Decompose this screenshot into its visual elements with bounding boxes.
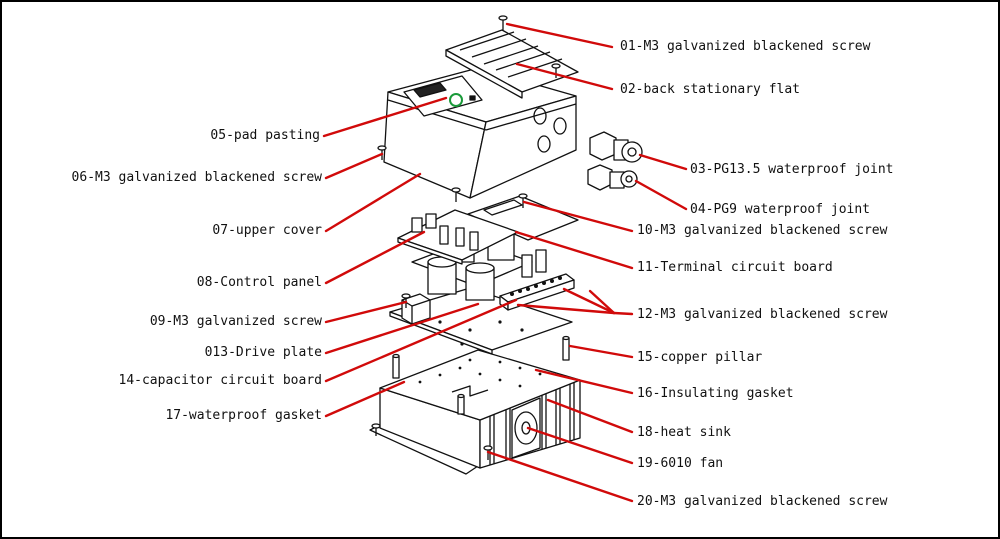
leader-03 — [638, 153, 688, 171]
callout-17: 17-waterproof gasket — [165, 408, 322, 423]
callout-07: 07-upper cover — [212, 223, 322, 238]
leader-19 — [526, 426, 634, 465]
callout-11: 11-Terminal circuit board — [637, 260, 833, 275]
callout-02: 02-back stationary flat — [620, 82, 801, 97]
leader-11 — [514, 230, 634, 270]
leader-12d — [612, 311, 634, 316]
top-screws — [498, 15, 561, 78]
callout-08: 08-Control panel — [196, 275, 322, 290]
leader-05 — [322, 96, 448, 138]
leader-lines — [322, 22, 688, 503]
back-stationary-flat — [445, 29, 579, 99]
leader-07 — [324, 172, 422, 233]
callout-15: 15-copper pillar — [637, 350, 763, 365]
callout-19: 19-6010 fan — [637, 456, 724, 471]
callout-10: 10-M3 galvanized blackened screw — [637, 223, 888, 238]
waterproof-joint-pg9 — [587, 164, 638, 191]
leader-17 — [324, 380, 406, 418]
copper-pillars — [392, 335, 570, 415]
leader-04 — [634, 179, 688, 211]
leader-16 — [534, 368, 634, 395]
leader-01 — [505, 22, 614, 49]
callout-013: 013-Drive plate — [204, 345, 322, 360]
leader-14 — [324, 298, 518, 383]
leader-06 — [324, 152, 384, 180]
callout-20: 20-M3 galvanized blackened screw — [637, 494, 888, 509]
leader-013 — [324, 302, 480, 355]
upper-cover — [383, 67, 577, 199]
callout-16: 16-Insulating gasket — [637, 386, 794, 401]
callout-03: 03-PG13.5 waterproof joint — [690, 162, 894, 177]
leader-08 — [324, 230, 426, 285]
callout-04: 04-PG9 waterproof joint — [690, 202, 871, 217]
callout-14: 14-capacitor circuit board — [118, 373, 323, 388]
leader-15 — [568, 344, 634, 359]
transformer-block — [401, 293, 431, 325]
callout-01: 01-M3 galvanized blackened screw — [620, 39, 871, 54]
callout-12: 12-M3 galvanized blackened screw — [637, 307, 888, 322]
leader-10 — [522, 200, 634, 233]
leader-12c — [516, 303, 616, 315]
leader-12b — [562, 287, 616, 315]
fan — [511, 397, 541, 459]
leader-18 — [546, 398, 634, 434]
callout-06: 06-M3 galvanized blackened screw — [71, 170, 322, 185]
leader-09 — [324, 300, 408, 324]
terminal-blocks — [499, 273, 575, 311]
callout-09: 09-M3 galvanized screw — [149, 314, 322, 329]
leader-02 — [515, 62, 614, 91]
leader-20 — [486, 450, 634, 503]
leader-12a — [588, 289, 616, 315]
control-panel — [397, 209, 519, 265]
callout-18: 18-heat sink — [637, 425, 731, 440]
waterproof-joint-pg13-5 — [589, 131, 643, 163]
callout-05: 05-pad pasting — [210, 128, 320, 143]
